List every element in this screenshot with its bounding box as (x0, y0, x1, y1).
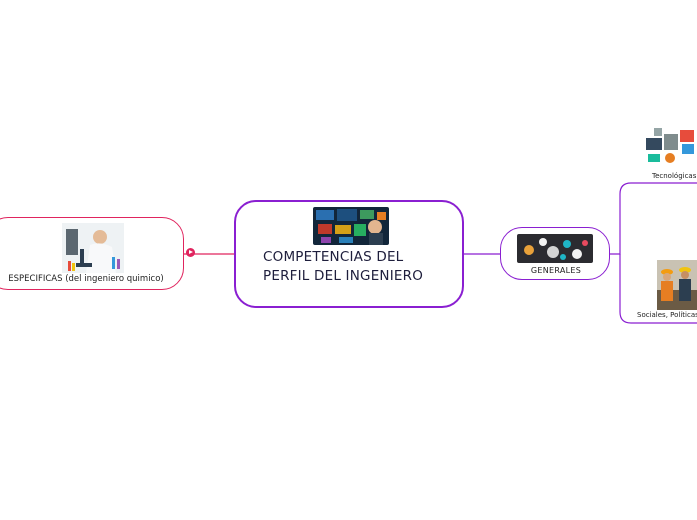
subtopic-sociales-politicas[interactable]: Sociales, Políticas (630, 255, 697, 325)
connector-tecnologicas (610, 182, 697, 255)
engineer-screens-photo-icon (313, 207, 389, 245)
connector-sociales (619, 254, 697, 324)
topic-especificas-label: ESPECIFICAS (del ingeniero quimico) (8, 274, 164, 284)
subtopic-sociales-politicas-label: Sociales, Políticas (637, 311, 697, 319)
topic-generales-label: GENERALES (530, 266, 582, 275)
central-topic[interactable]: COMPETENCIAS DEL PERFIL DEL INGENIERO (234, 200, 464, 308)
gears-network-photo-icon (517, 234, 593, 263)
chemist-microscope-photo-icon (62, 223, 124, 273)
workers-helmets-photo-icon (657, 260, 697, 310)
technology-devices-illustration-icon (640, 124, 697, 168)
subtopic-tecnologicas-label: Tecnológicas (652, 172, 697, 180)
subtopic-tecnologicas[interactable]: Tecnológicas (630, 120, 697, 180)
central-topic-title: COMPETENCIAS DEL PERFIL DEL INGENIERO (263, 249, 424, 284)
collapse-arrow-icon[interactable] (186, 248, 195, 257)
topic-especificas[interactable]: ESPECIFICAS (del ingeniero quimico) (0, 217, 184, 290)
topic-generales[interactable]: GENERALES (500, 227, 610, 280)
